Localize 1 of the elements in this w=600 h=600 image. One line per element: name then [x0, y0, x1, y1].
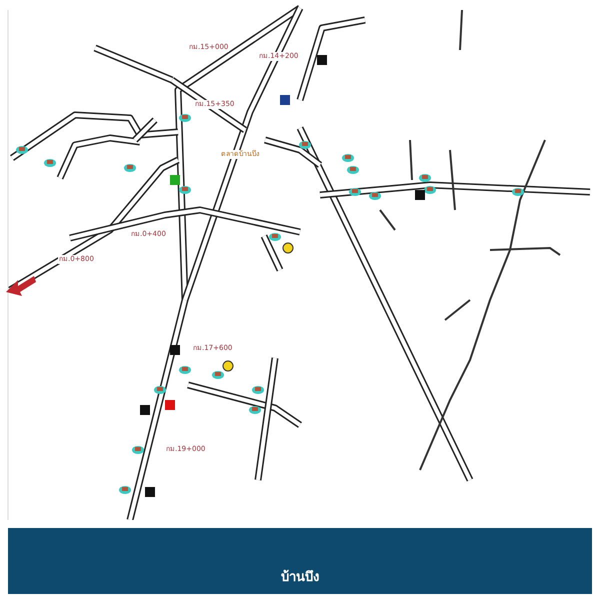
caption-text: บ้านบึง [280, 568, 320, 587]
